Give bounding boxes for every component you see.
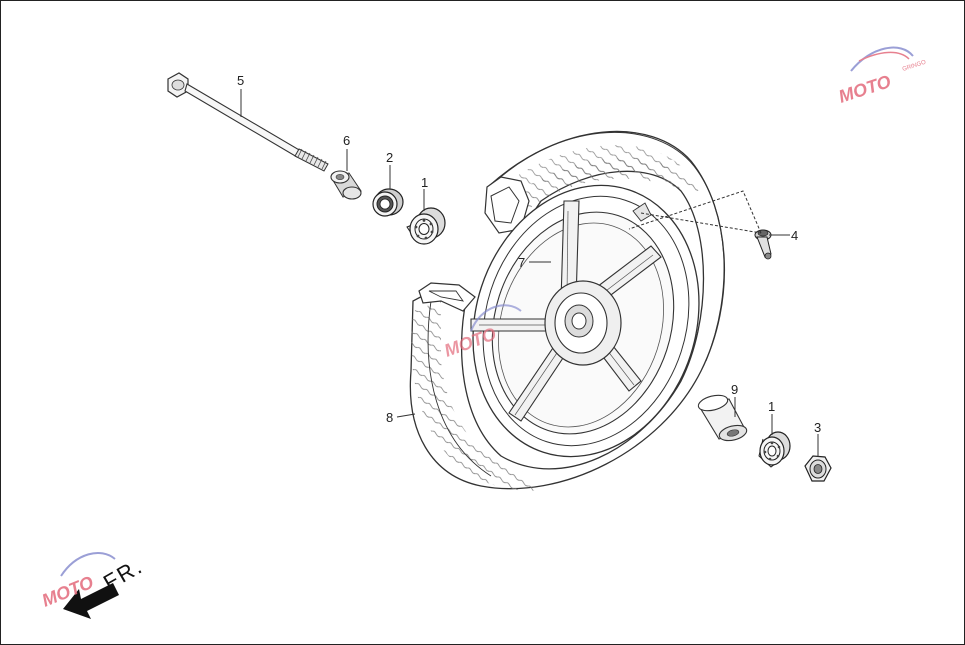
side-collar-icon: [330, 170, 362, 200]
tire-icon: [409, 130, 726, 491]
callout-leaders: [240, 89, 819, 457]
callout-9: 9: [731, 382, 738, 397]
callout-3: 3: [814, 420, 821, 435]
watermark-text-top: MOTO: [836, 71, 893, 107]
wheel-rim-icon: [470, 184, 700, 458]
callout-5: 5: [237, 73, 244, 88]
valve-assembly-guide: [628, 190, 762, 234]
callout-6: 6: [343, 133, 350, 148]
callout-4: 4: [791, 228, 798, 243]
axle-bolt-icon: [167, 72, 329, 172]
distance-collar-icon: [697, 394, 748, 442]
callout-1-left: 1: [421, 175, 428, 190]
bearing-icon: [406, 207, 446, 245]
callout-7: 7: [518, 255, 525, 270]
callout-1-right: 1: [768, 399, 775, 414]
callout-8: 8: [386, 410, 393, 425]
watermark-logo-top: MOTO GRINGO: [836, 46, 927, 107]
valve-stem-icon: [754, 229, 772, 260]
bearing-icon: [758, 431, 791, 468]
callout-2: 2: [386, 150, 393, 165]
oil-seal-icon: [372, 188, 404, 217]
watermark-subtext-top: GRINGO: [902, 60, 927, 73]
axle-nut-icon: [804, 455, 832, 482]
front-direction-arrow-icon: [63, 583, 119, 619]
